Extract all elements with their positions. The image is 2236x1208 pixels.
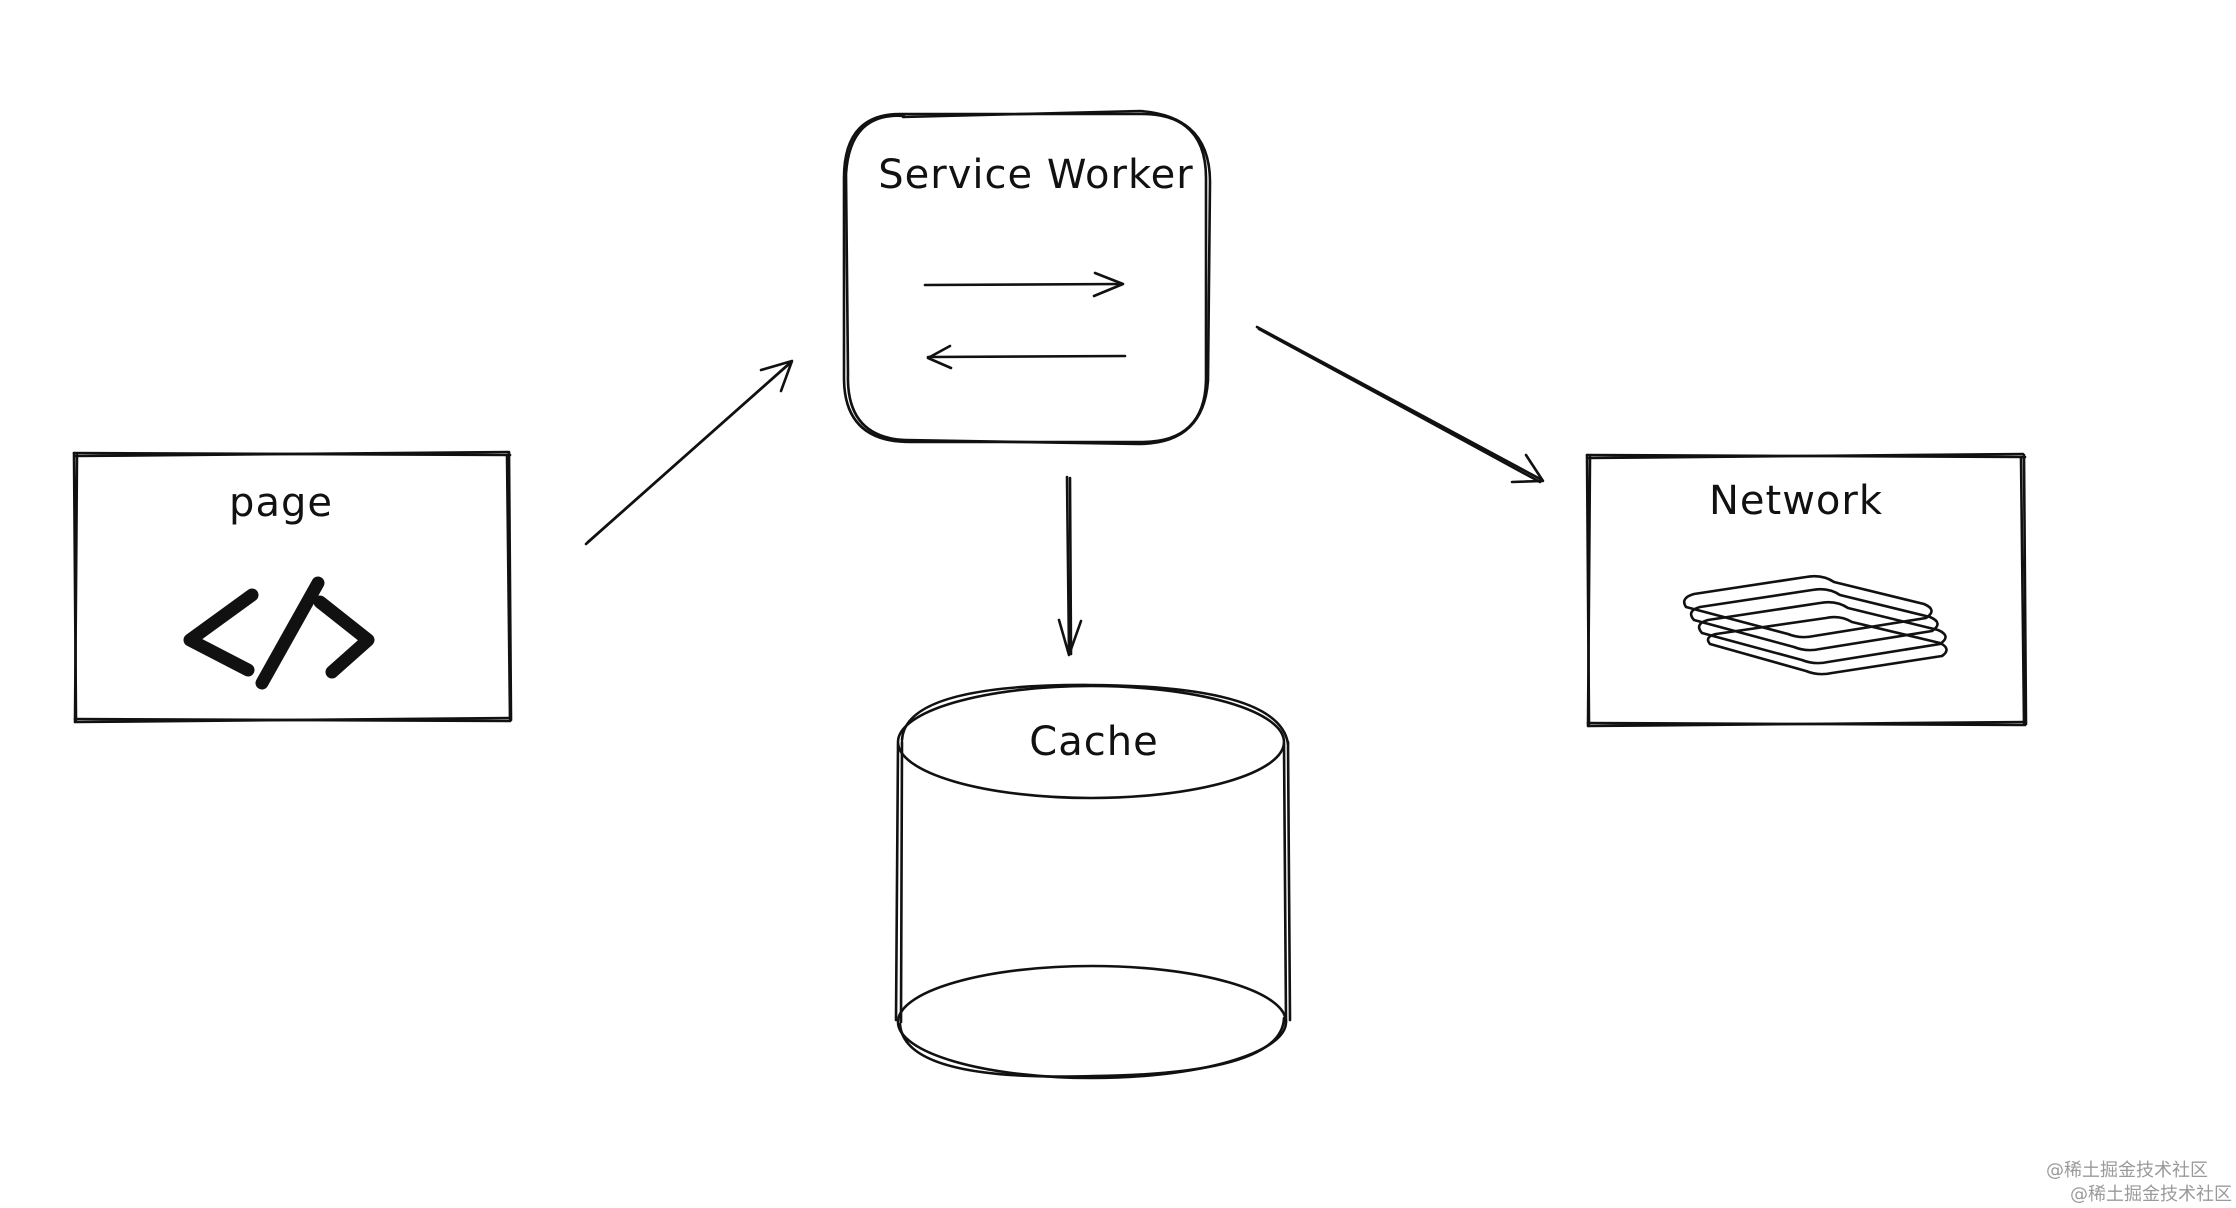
watermark-line-1: @稀土掘金技术社区 (2046, 1160, 2208, 1181)
edge-service-worker-to-cache (1057, 475, 1083, 657)
edge-page-to-service-worker (584, 359, 794, 546)
stacked-layers-icon (1682, 574, 1948, 676)
edge-service-worker-to-network (1255, 325, 1545, 484)
network-box (1585, 452, 2028, 728)
node-service-worker[interactable]: Service Worker (842, 109, 1212, 446)
node-page[interactable]: page (72, 450, 513, 724)
node-cache[interactable]: Cache (894, 683, 1292, 1080)
cache-label: Cache (1029, 719, 1158, 765)
cylinder-database-icon (894, 683, 1292, 1080)
bidirectional-arrows-icon (923, 271, 1127, 370)
watermark-line-2: @稀土掘金技术社区 (2070, 1184, 2232, 1205)
node-network[interactable]: Network (1585, 452, 2028, 728)
network-label: Network (1709, 478, 1883, 524)
service-worker-label: Service Worker (878, 152, 1193, 198)
page-label: page (229, 480, 333, 526)
code-brackets-icon (183, 576, 375, 690)
service-worker-box (842, 109, 1212, 446)
page-box (72, 450, 513, 724)
